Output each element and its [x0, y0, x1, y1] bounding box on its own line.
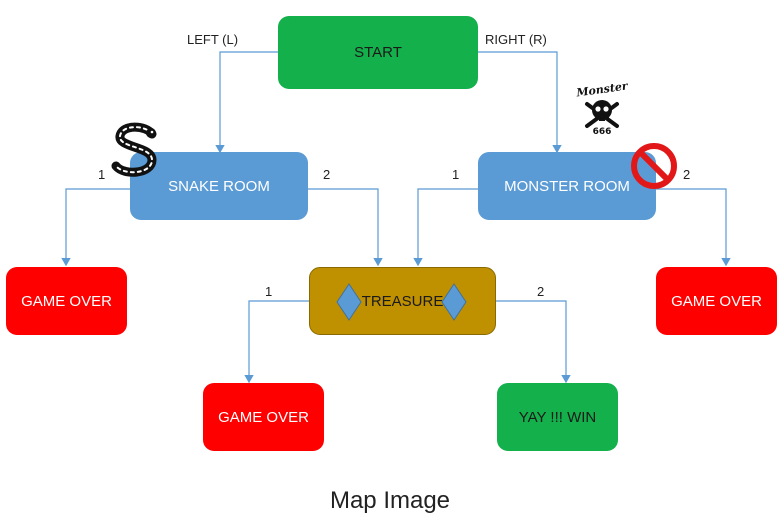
node-game-over-right-label: GAME OVER — [671, 292, 762, 310]
node-treasure-label: TREASURE — [361, 292, 444, 310]
edge-start-monster — [478, 51, 562, 154]
node-win: YAY !!! WIN — [497, 383, 618, 451]
diamond-icon — [336, 283, 362, 321]
edge-label-monster-1: 1 — [452, 167, 460, 182]
node-start-label: START — [354, 44, 402, 61]
edge-snake-treasure — [308, 188, 383, 267]
node-monster-room-label: MONSTER ROOM — [504, 177, 630, 195]
node-snake-room: SNAKE ROOM — [130, 152, 308, 220]
edge-label-snake-2: 2 — [323, 167, 331, 182]
node-game-over-bottom: GAME OVER — [203, 383, 324, 451]
edge-snake-gameover — [61, 188, 130, 267]
node-game-over-left-label: GAME OVER — [21, 292, 112, 310]
diamond-icon — [441, 283, 467, 321]
edge-label-treasure-2: 2 — [537, 284, 545, 299]
node-game-over-left: GAME OVER — [6, 267, 127, 335]
node-game-over-right: GAME OVER — [656, 267, 777, 335]
edge-treasure-win — [496, 300, 571, 384]
node-monster-room: MONSTER ROOM — [478, 152, 656, 220]
no-entry-icon — [631, 143, 677, 189]
node-snake-room-label: SNAKE ROOM — [168, 177, 270, 195]
edge-label-left: LEFT (L) — [187, 32, 239, 47]
skull-graphic — [585, 100, 619, 128]
node-start: START — [278, 16, 478, 89]
edge-label-snake-1: 1 — [98, 167, 106, 182]
node-win-label: YAY !!! WIN — [518, 408, 597, 426]
edge-monster-gameover — [656, 188, 731, 267]
skull-crossbones-icon: Monster 666 — [574, 79, 630, 140]
edge-label-treasure-1: 1 — [265, 284, 273, 299]
edge-monster-treasure — [413, 188, 478, 267]
edge-start-snake — [215, 51, 278, 154]
edge-treasure-gameover — [244, 300, 309, 384]
edge-label-right: RIGHT (R) — [485, 32, 547, 47]
node-game-over-bottom-label: GAME OVER — [218, 408, 309, 426]
snake-s-icon — [111, 122, 157, 177]
monster-badge-number: 666 — [592, 127, 612, 137]
diagram-caption: Map Image — [329, 487, 451, 514]
edge-label-monster-2: 2 — [683, 167, 691, 182]
